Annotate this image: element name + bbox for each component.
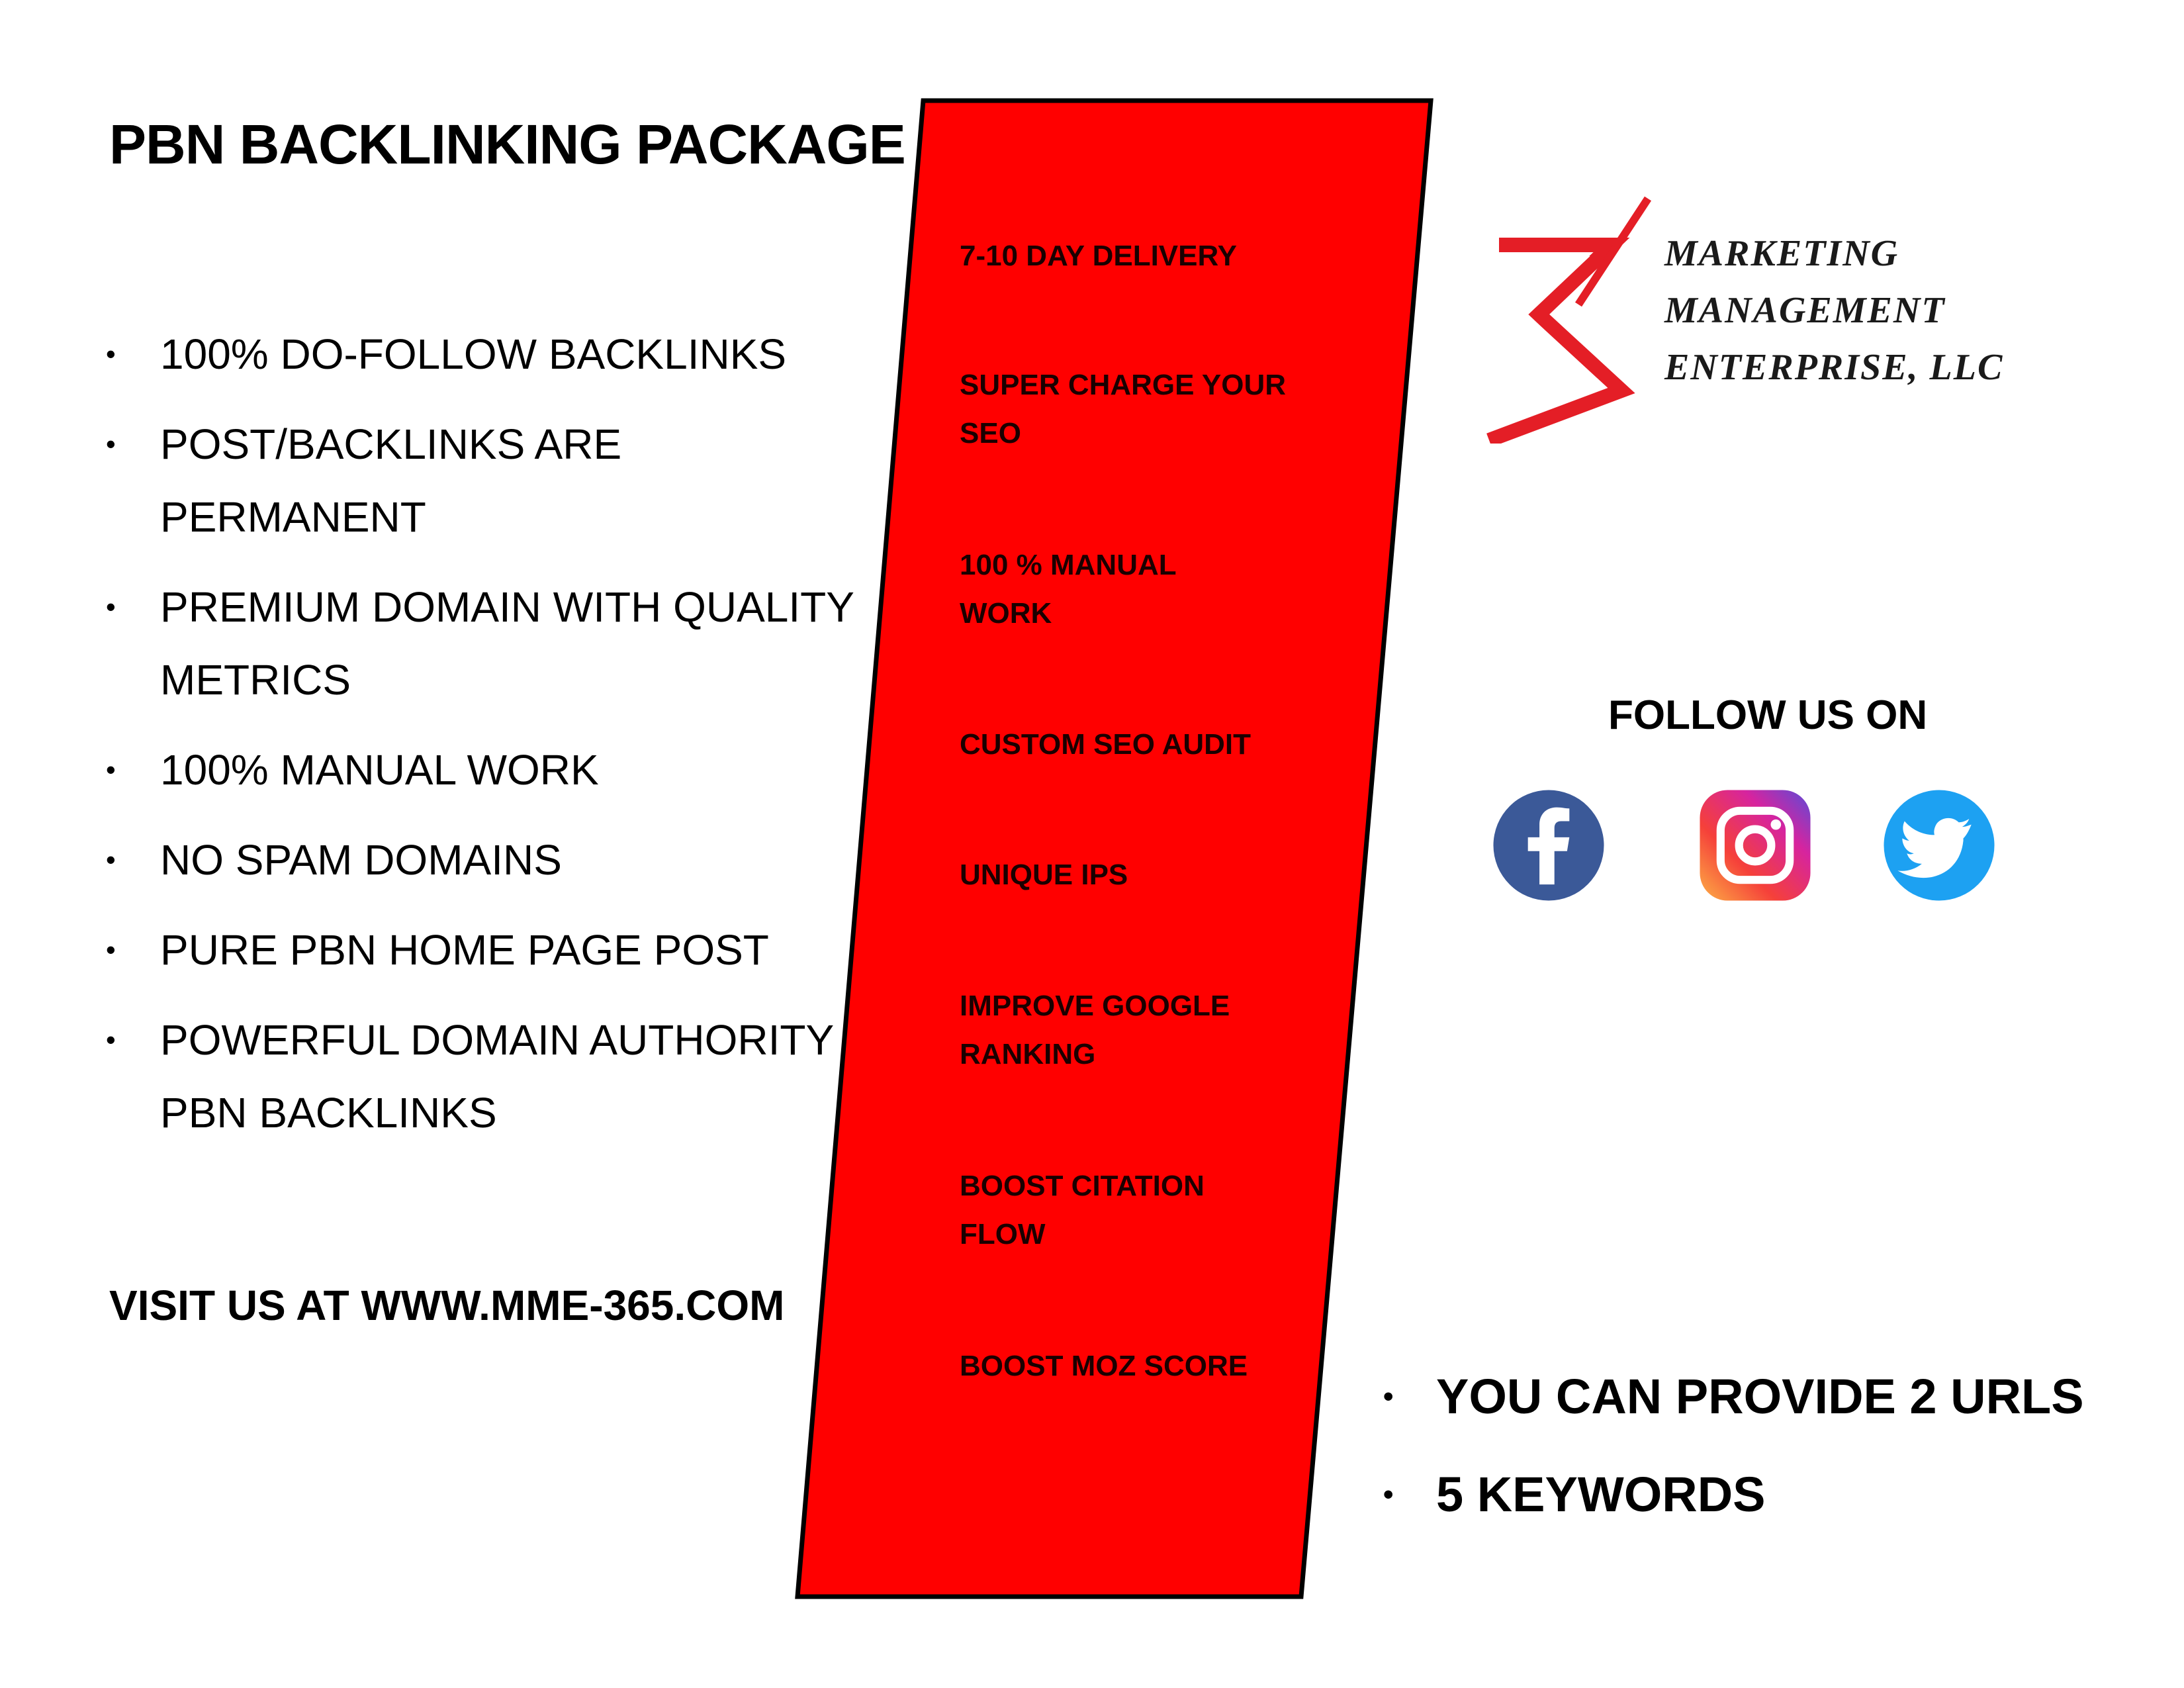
- bullet: •: [106, 754, 116, 785]
- company-name-line: ENTERPRISE, LLC: [1664, 347, 2004, 388]
- feature-line: NO SPAM DOMAINS: [160, 836, 562, 884]
- bullet: •: [1383, 1380, 1394, 1413]
- bullet: •: [106, 934, 116, 965]
- list-item: • YOU CAN PROVIDE 2 URLS: [1380, 1360, 2141, 1433]
- note-text: 5 KEYWORDS: [1436, 1467, 1766, 1522]
- bullet: •: [106, 1024, 116, 1055]
- list-item: • NO SPAM DOMAINS: [99, 823, 880, 896]
- company-name-line: MANAGEMENT: [1664, 290, 1946, 331]
- feature-line: 100% DO-FOLLOW BACKLINKS: [160, 330, 787, 378]
- website-link[interactable]: VISIT US AT WWW.MME-365.COM: [109, 1282, 785, 1329]
- band-item: 7-10 DAY DELIVERY: [960, 240, 1237, 272]
- feature-line: PREMIUM DOMAIN WITH QUALITY: [160, 583, 854, 631]
- band-item: BOOST MOZ SCORE: [960, 1350, 1248, 1382]
- band-item: CUSTOM SEO AUDIT: [960, 728, 1251, 761]
- follow-heading: FOLLOW US ON: [1608, 692, 1928, 738]
- page-title: PBN BACKLINKING PACKAGE: [109, 113, 906, 175]
- list-item: • 100% DO-FOLLOW BACKLINKS: [99, 318, 880, 391]
- list-item: • POWERFUL DOMAIN AUTHORITY PBN BACKLINKS: [99, 1004, 880, 1149]
- bullet: •: [106, 844, 116, 875]
- bullet: •: [106, 428, 116, 459]
- twitter-icon[interactable]: [1882, 788, 1997, 903]
- note-text: YOU CAN PROVIDE 2 URLS: [1436, 1369, 2084, 1424]
- list-item: • POST/BACKLINKS ARE PERMANENT: [99, 408, 880, 553]
- bullet: •: [1383, 1478, 1394, 1511]
- list-item: • PREMIUM DOMAIN WITH QUALITY METRICS: [99, 571, 880, 716]
- feature-line: 100% MANUAL WORK: [160, 746, 599, 794]
- feature-list: • 100% DO-FOLLOW BACKLINKS • POST/BACKLINK…: [99, 318, 880, 1166]
- feature-line-2: METRICS: [160, 656, 351, 704]
- notes-list: • YOU CAN PROVIDE 2 URLS • 5 KEYWORDS: [1380, 1360, 2141, 1556]
- band-item: UNIQUE IPS: [960, 859, 1128, 891]
- company-logo-icon: [1486, 196, 1651, 444]
- list-item: • 100% MANUAL WORK: [99, 733, 880, 806]
- company-name-line: MARKETING: [1664, 233, 1899, 274]
- facebook-icon[interactable]: [1491, 788, 1606, 903]
- feature-line-2: PBN BACKLINKS: [160, 1089, 497, 1137]
- feature-line: POWERFUL DOMAIN AUTHORITY: [160, 1016, 835, 1064]
- bullet: •: [106, 338, 116, 369]
- list-item: • 5 KEYWORDS: [1380, 1458, 2141, 1531]
- list-item: • PURE PBN HOME PAGE POST: [99, 914, 880, 986]
- bullet: •: [106, 591, 116, 622]
- company-name: MARKETING MANAGEMENT ENTERPRISE, LLC: [1664, 225, 2003, 396]
- feature-line: POST/BACKLINKS ARE PERMANENT: [160, 420, 622, 541]
- feature-line: PURE PBN HOME PAGE POST: [160, 926, 769, 974]
- instagram-icon[interactable]: [1698, 788, 1813, 903]
